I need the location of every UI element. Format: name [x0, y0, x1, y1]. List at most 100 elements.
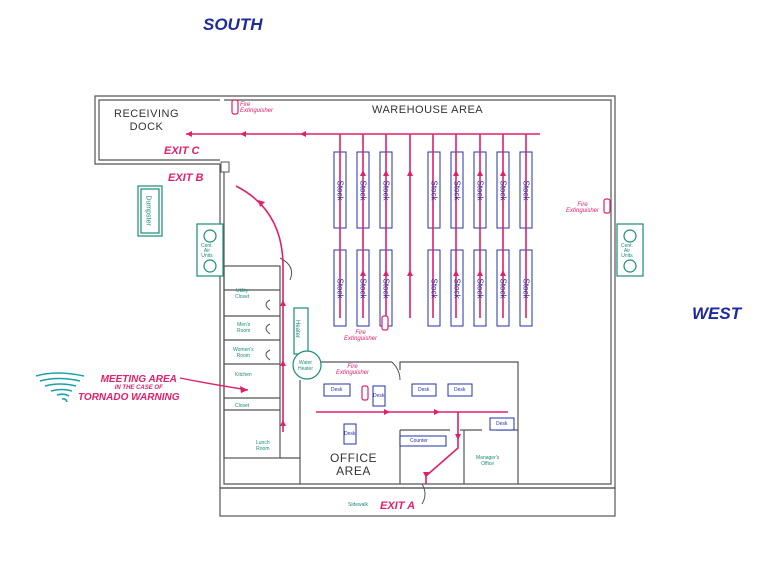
stock-rack-label: Stock [429, 278, 439, 299]
compass-west: WEST [692, 304, 742, 323]
fire-extinguisher-icon [381, 315, 389, 331]
stock-rack [427, 249, 441, 327]
fire-extinguishers [231, 99, 611, 401]
meeting-area-arrow [179, 377, 249, 391]
desk-6 [489, 417, 515, 431]
dumpster-label: Dumpster [144, 195, 152, 226]
stock-rack-label: Stock [521, 180, 531, 201]
closet-label: Closet [235, 403, 250, 409]
route-arrow [360, 270, 366, 276]
stock-rack-label: Stock [452, 180, 462, 201]
exit-a-label: EXIT A [380, 500, 416, 512]
tornado-icon [35, 372, 85, 403]
route-arrow [280, 420, 286, 426]
route-arrows [186, 131, 506, 478]
route-arrow [477, 170, 483, 176]
stock-rack-label: Stock [452, 278, 462, 299]
meeting-area-arrowhead [240, 386, 248, 393]
stock-rack [427, 151, 441, 229]
route-arrow [360, 170, 366, 176]
stock-rack-label: Stock [429, 180, 439, 201]
stock-rack-label: Stock [358, 180, 368, 201]
counter [399, 435, 447, 447]
route-arrow [186, 131, 192, 137]
meeting-area-label: MEETING AREA IN THE CASE OF TORNADO WARN… [78, 374, 180, 403]
desk-label-5: Desk [344, 431, 356, 437]
route-arrow [477, 270, 483, 276]
fixtures [137, 185, 644, 380]
office-furniture [323, 383, 515, 447]
desk-1 [323, 383, 351, 397]
desk-label-1: Desk [331, 387, 343, 393]
route-arrow [453, 270, 459, 276]
stock-rack-label: Stock [358, 278, 368, 299]
route-arrow [280, 360, 286, 366]
fire-extinguisher-icon [231, 99, 239, 115]
evacuation-route [425, 412, 459, 484]
route-arrow [500, 170, 506, 176]
route-arrow [434, 409, 440, 415]
exit-b-label: EXIT B [168, 172, 204, 184]
exit-c-label: EXIT C [164, 145, 200, 157]
water-heater [292, 350, 322, 380]
route-arrow [455, 434, 461, 440]
route-arrow [300, 131, 306, 137]
route-arrow [384, 409, 390, 415]
warehouse-area-label: WAREHOUSE AREA [372, 104, 484, 116]
route-arrow [500, 270, 506, 276]
fire-extinguisher-icon [361, 385, 369, 401]
desk-3 [411, 383, 437, 397]
stock-rack-label: Stock [381, 180, 391, 201]
route-arrow [240, 131, 246, 137]
route-arrow [258, 200, 265, 207]
desk-2 [372, 385, 386, 407]
desk-label-2: Desk [373, 393, 385, 399]
stock-rack [450, 151, 464, 229]
sidewalk-label: Sidewalk [348, 502, 369, 508]
counter-label: Counter [410, 438, 428, 444]
compass-south: SOUTH [203, 15, 263, 34]
exit-doors [220, 161, 230, 173]
route-arrow [383, 270, 389, 276]
route-arrow [383, 170, 389, 176]
stock-rack-label: Stock [498, 180, 508, 201]
stock-rack-label: Stock [335, 180, 345, 201]
route-arrow [280, 300, 286, 306]
stock-rack [450, 249, 464, 327]
route-arrow [407, 170, 413, 176]
evacuation-route [235, 185, 284, 432]
stock-rack-label: Stock [475, 278, 485, 299]
route-arrow [423, 472, 429, 478]
stock-rack-label: Stock [498, 278, 508, 299]
desk-5 [343, 423, 357, 445]
fire-extinguisher-icon [603, 198, 611, 214]
stock-rack-label: Stock [521, 278, 531, 299]
stock-racks [333, 151, 533, 327]
stock-rack-label: Stock [475, 180, 485, 201]
route-arrow [453, 170, 459, 176]
heater-label: Heater [294, 319, 301, 339]
kitchen-label: Kitchen [235, 372, 252, 378]
stock-rack-label: Stock [381, 278, 391, 299]
desk-label-3: Desk [418, 387, 430, 393]
evacuation-routes [186, 133, 540, 484]
desk-label-4: Desk [454, 387, 466, 393]
desk-4 [447, 383, 473, 397]
stock-rack-label: Stock [335, 278, 345, 299]
desk-label-6: Desk [496, 421, 508, 427]
